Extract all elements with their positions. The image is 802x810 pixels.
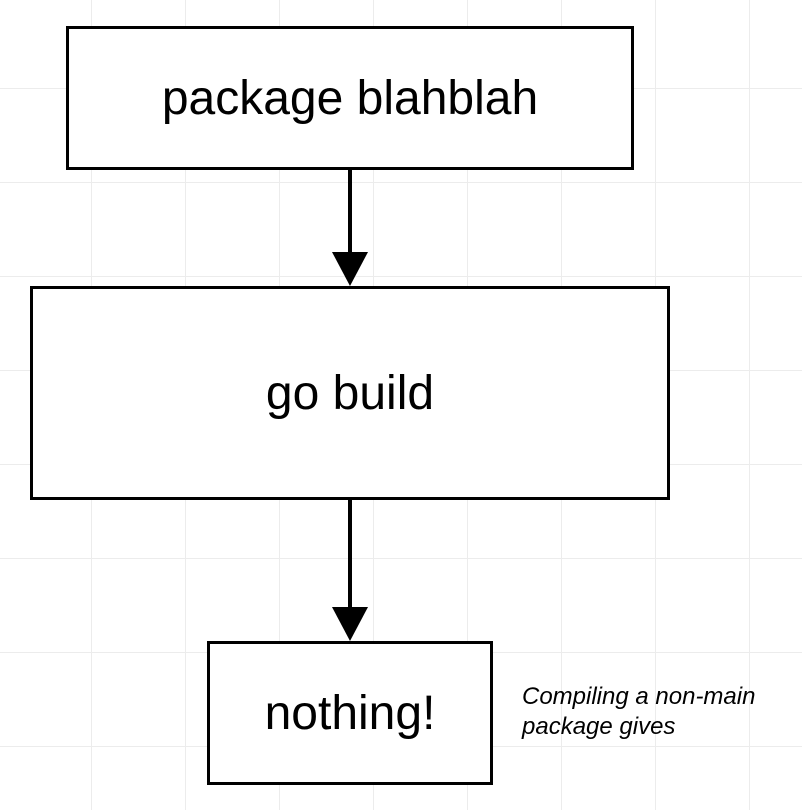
annotation-note: Compiling a non-main package gives xyxy=(522,682,800,742)
node-nothing[interactable]: nothing! xyxy=(207,641,493,785)
node-label: nothing! xyxy=(264,686,436,740)
node-package-blahblah[interactable]: package blahblah xyxy=(66,26,634,170)
arrowhead xyxy=(332,252,368,286)
arrow-build-to-nothing xyxy=(332,500,368,641)
node-label: package blahblah xyxy=(161,71,539,125)
node-label: go build xyxy=(265,366,435,420)
node-go-build[interactable]: go build xyxy=(30,286,670,500)
annotation-line: Compiling a non-main xyxy=(522,683,756,710)
arrowhead xyxy=(332,607,368,641)
arrow-package-to-build xyxy=(332,170,368,286)
annotation-line: package gives xyxy=(522,713,676,740)
